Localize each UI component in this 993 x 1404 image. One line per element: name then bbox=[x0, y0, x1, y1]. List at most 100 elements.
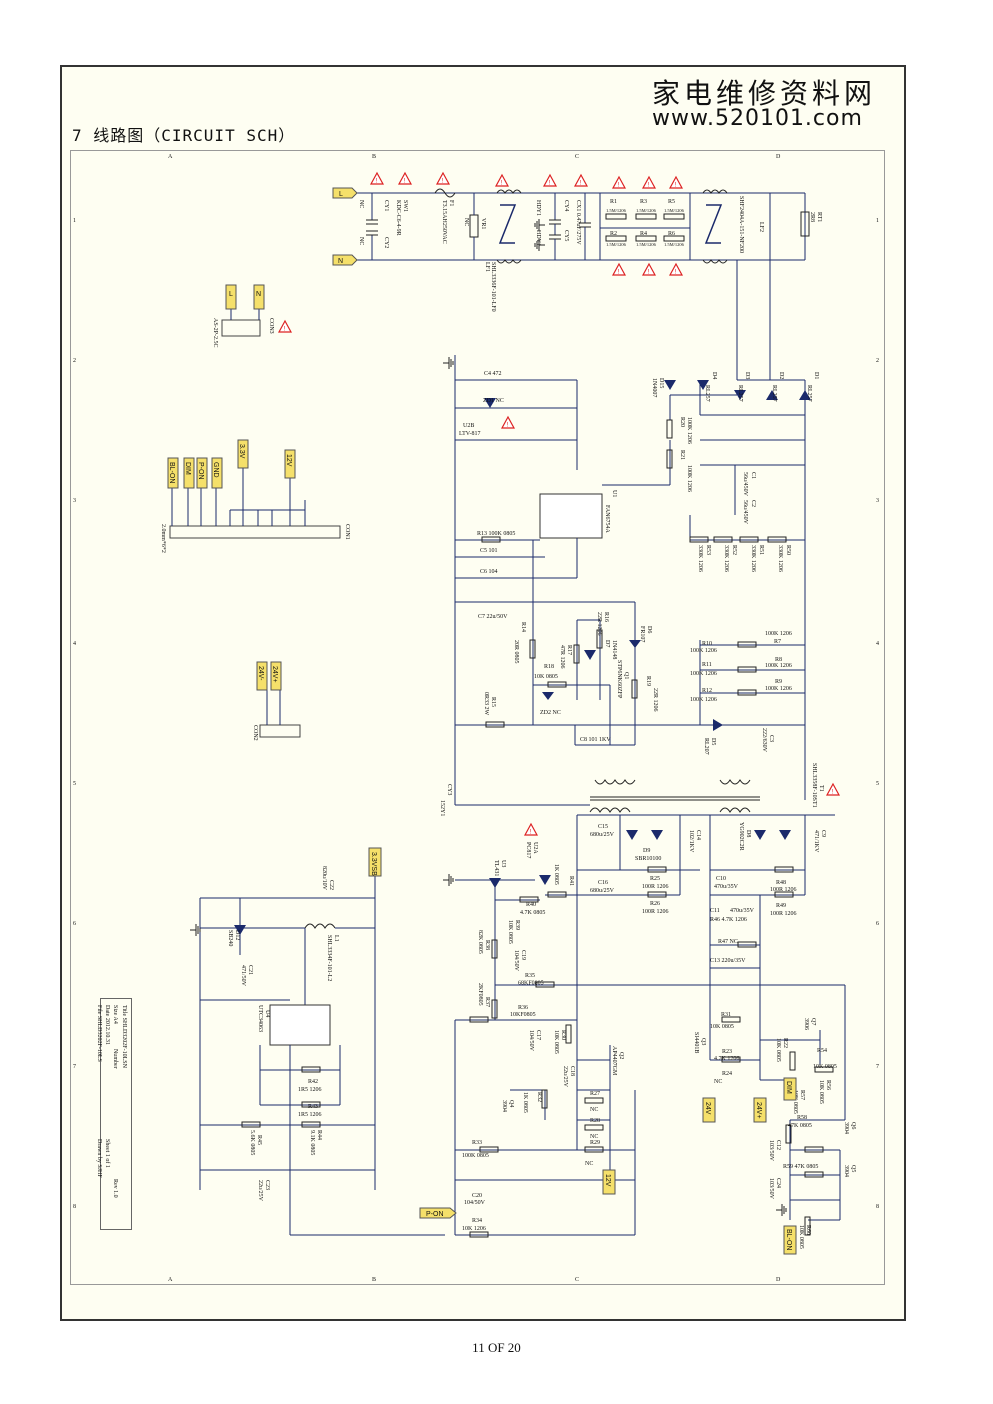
label-zd2: ZD2 NC bbox=[540, 710, 561, 716]
label-c7: C7 22u/50V bbox=[478, 614, 508, 620]
label-r51: R51 bbox=[758, 545, 764, 555]
label-d8: D8 bbox=[745, 830, 751, 837]
label-q7: Q7 bbox=[810, 1018, 816, 1025]
label-cy1: CY1 bbox=[383, 200, 389, 211]
label-r6: R6 bbox=[668, 231, 675, 237]
label-c17: C17 bbox=[535, 1030, 541, 1040]
col-label-c: C bbox=[575, 154, 579, 160]
label-r17: R17 bbox=[566, 645, 572, 655]
label-cy3-v: 152Y1 bbox=[439, 800, 445, 816]
label-con3-part: AS-2P-2.5C bbox=[212, 318, 218, 348]
label-c16-v: 680u/25V bbox=[590, 888, 615, 894]
label-con2: CON2 bbox=[252, 725, 258, 741]
label-r29-nc: NC bbox=[585, 1161, 593, 1167]
tag-dim-2 bbox=[783, 1077, 797, 1101]
label-r9-v: 100K 1206 bbox=[765, 686, 792, 692]
label-r35-v: 68KF0805 bbox=[518, 981, 544, 987]
label-r45-v: 5.6K 0805 bbox=[249, 1130, 255, 1155]
label-c15: C15 bbox=[598, 824, 608, 830]
tag-24v-d-text: 24V+ bbox=[755, 1102, 762, 1119]
label-r49-v: 100R 1206 bbox=[770, 911, 797, 917]
label-r43: R43 bbox=[308, 1104, 318, 1110]
label-r28: R28 bbox=[590, 1118, 600, 1124]
label-r32-v: 1K 0805 bbox=[522, 1092, 528, 1113]
warning-icon bbox=[574, 174, 588, 188]
label-cy4: CY4 bbox=[563, 200, 569, 211]
label-r49: R49 bbox=[776, 903, 786, 909]
ground-icon bbox=[189, 923, 201, 937]
label-c11: C11 bbox=[710, 908, 720, 914]
tag-12v-b-text: 12V bbox=[604, 1174, 611, 1187]
label-r47: R47 NC bbox=[718, 939, 738, 945]
label-c23: C23 bbox=[264, 1180, 270, 1190]
warning-icon bbox=[501, 416, 515, 430]
label-d7: D7 bbox=[604, 640, 610, 647]
tag-12v: 12V bbox=[285, 454, 292, 467]
warning-icon bbox=[278, 320, 292, 334]
con3-tag-l: L bbox=[229, 291, 233, 298]
label-u1: U1 bbox=[611, 490, 617, 497]
label-c9: C9 bbox=[820, 830, 826, 837]
label-r29: R29 bbox=[590, 1140, 600, 1146]
label-l1: L1 bbox=[333, 935, 339, 942]
tag-24v-c-text: 24V bbox=[704, 1102, 711, 1115]
col-label-b: B bbox=[372, 154, 376, 160]
label-u2a: U2A bbox=[532, 842, 538, 854]
label-r15: R15 bbox=[490, 697, 496, 707]
title-block: Title SHLD3202F-10LSN Size A4 Number Dat… bbox=[96, 998, 132, 1230]
label-r60: R60 bbox=[805, 1225, 811, 1235]
warning-icon bbox=[826, 783, 840, 797]
label-r16-v: 22R 1206 bbox=[596, 612, 602, 636]
warning-icon bbox=[669, 176, 683, 190]
label-c18: C18 bbox=[569, 1066, 575, 1076]
label-r42: R42 bbox=[308, 1079, 318, 1085]
label-q6: Q6 bbox=[850, 1122, 856, 1129]
tag-dim-2-text: DIM bbox=[785, 1081, 792, 1094]
tag-3v3: 3.3V bbox=[238, 444, 245, 459]
warning-icon bbox=[495, 174, 509, 188]
col-label-a: A bbox=[168, 154, 173, 160]
label-c5: C5 101 bbox=[480, 548, 498, 554]
warning-icon bbox=[612, 176, 626, 190]
label-r22-v: 10K 0805 bbox=[775, 1038, 781, 1062]
label-rt1-v: 2R8 bbox=[809, 212, 815, 222]
label-r13: R13 100K 0805 bbox=[477, 531, 515, 537]
label-d12-v: SB240 bbox=[227, 930, 233, 946]
label-zd1: ZD1 NC bbox=[483, 398, 504, 404]
primary-section bbox=[454, 355, 811, 813]
con3-tag-n: N bbox=[256, 291, 261, 298]
label-r52: R52 bbox=[731, 545, 737, 555]
label-c8: C8 101 1KV bbox=[580, 737, 611, 743]
label-c19-v: 104/50V bbox=[513, 950, 519, 972]
label-d6: D6 bbox=[646, 626, 652, 633]
label-r2-v: 1.5M/1206 bbox=[606, 242, 627, 247]
label-q4-v: 3904 bbox=[501, 1100, 507, 1112]
label-r12-v: 100K 1206 bbox=[690, 697, 717, 703]
label-c3: C3 bbox=[768, 735, 774, 742]
label-d15-v: 1N4007 bbox=[651, 378, 657, 397]
row-label-5-right: 5 bbox=[876, 781, 879, 787]
label-rt1: RT1 bbox=[816, 212, 822, 222]
label-r11: R11 bbox=[702, 662, 712, 668]
label-r33-v: 100K 0805 bbox=[462, 1153, 489, 1159]
label-r12: R12 bbox=[702, 688, 712, 694]
label-d7-v: 1N4148 bbox=[611, 640, 617, 659]
ac-input-section bbox=[355, 188, 810, 380]
label-r34: R34 bbox=[472, 1218, 482, 1224]
label-d9: D9 bbox=[643, 848, 650, 854]
label-r58: R58 bbox=[797, 1115, 807, 1121]
watermark-url: www.520101.com bbox=[652, 106, 863, 131]
col-label-c-bottom: C bbox=[575, 1277, 579, 1283]
label-r22: R22 bbox=[782, 1038, 788, 1048]
label-r3-v: 1.5M/1206 bbox=[636, 208, 657, 213]
warning-icon bbox=[612, 263, 626, 277]
label-r20-v: 100K 1206 bbox=[686, 417, 692, 444]
label-r4-v: 1.5M/1206 bbox=[636, 242, 657, 247]
warning-icon bbox=[543, 174, 557, 188]
label-u3: U3 bbox=[500, 860, 506, 867]
label-r50-v: 330K 1206 bbox=[777, 545, 783, 572]
label-q5-v: 3904 bbox=[843, 1165, 849, 1177]
label-r14-v: 20R 0805 bbox=[513, 640, 519, 664]
label-d4: D4 bbox=[711, 372, 717, 379]
label-r44-v: 9.1K 0805 bbox=[309, 1130, 315, 1155]
